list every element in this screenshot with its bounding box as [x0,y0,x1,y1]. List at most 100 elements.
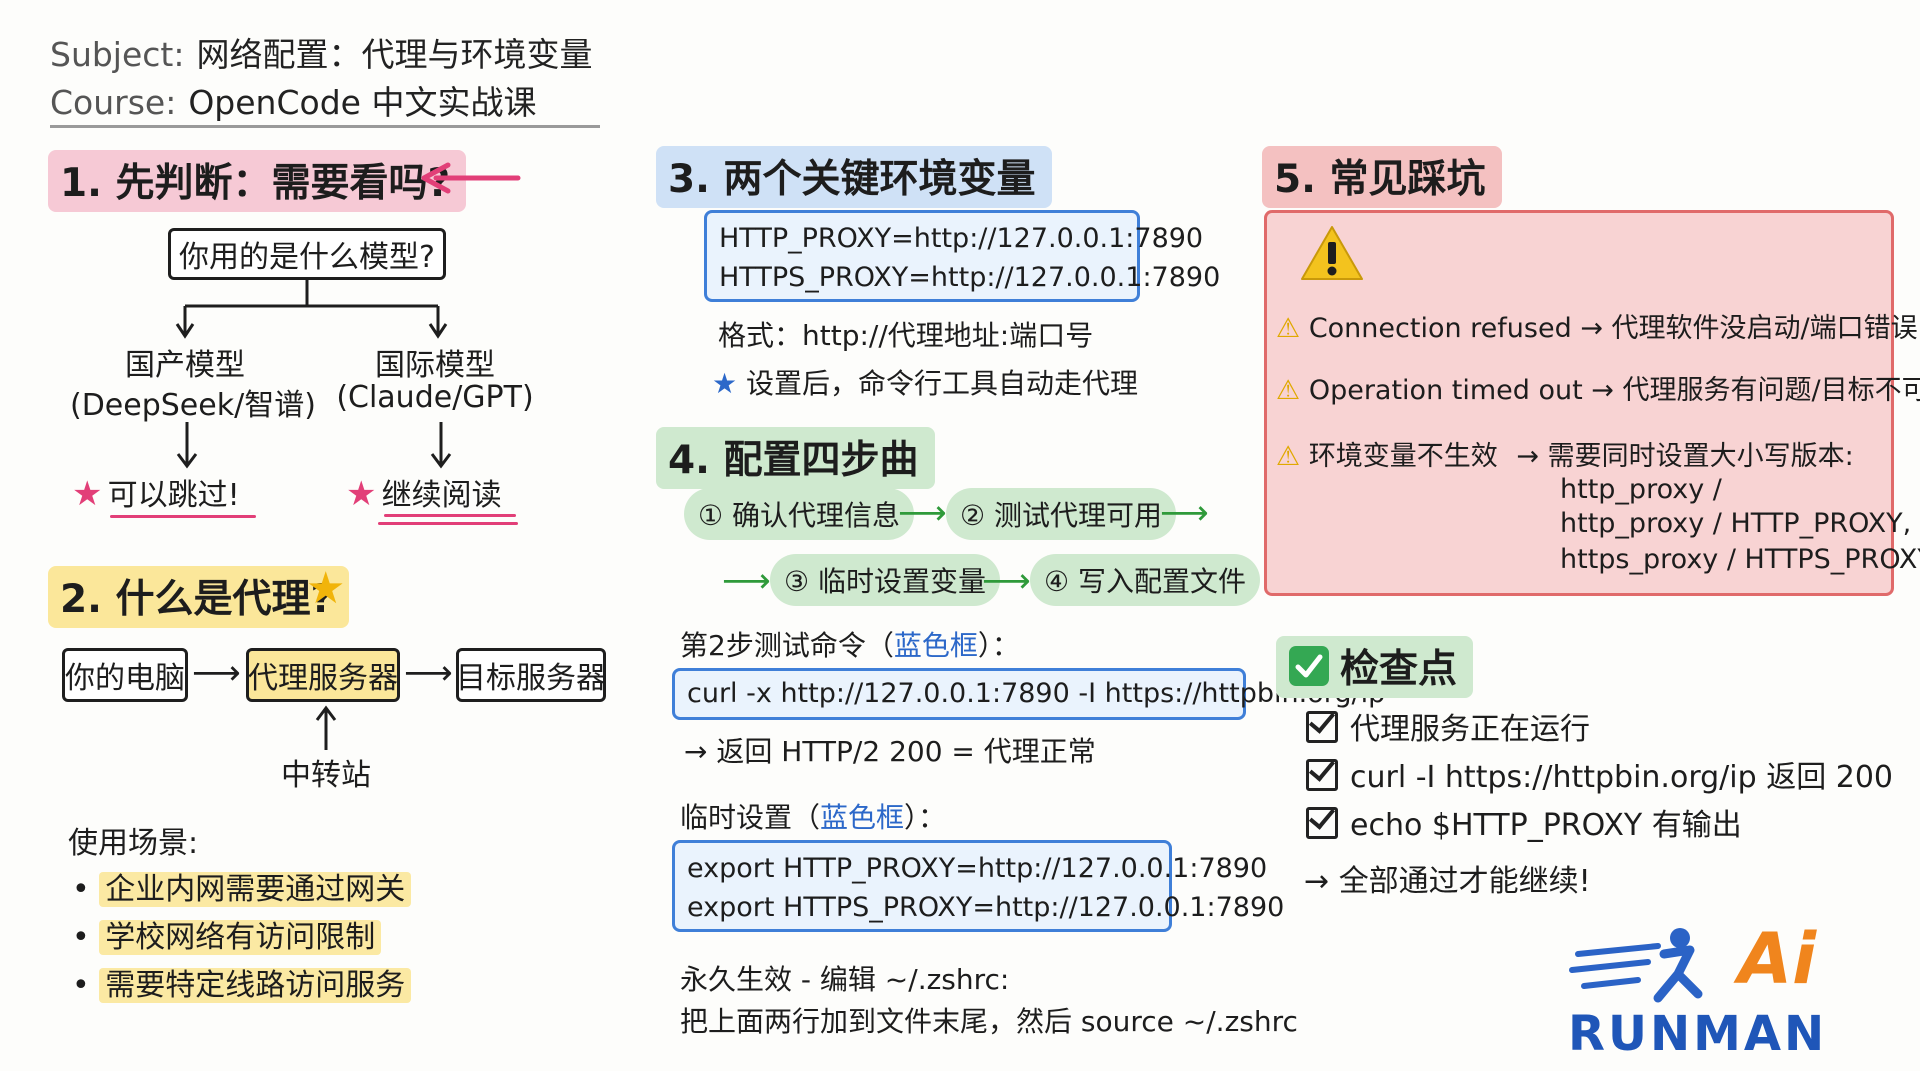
checkpoint-text: echo $HTTP_PROXY 有输出 [1350,808,1742,843]
label-text: 临时设置（ [680,801,821,834]
test-cmd-codebox: curl -x http://127.0.0.1:7890 -I https:/… [672,668,1385,720]
green-arrow-icon: ⟶ [1160,493,1209,533]
code-line: HTTP_PROXY=http://127.0.0.1:7890 [719,223,1204,254]
checkpoints-title: 检查点 [1276,636,1474,698]
case-variant-line: https_proxy / HTTPS_PROXY [1560,544,1920,575]
node-proxy-server: 代理服务器 [246,648,400,702]
pitfall-error: 环境变量不生效 [1308,441,1498,472]
checkpoints-title-text: 检查点 [1340,647,1458,692]
node-proxy-server-text: 代理服务器 [248,661,398,696]
green-check-icon [1289,646,1329,686]
test-cmd-label: 第2步测试命令（蓝色框）： [680,624,1020,664]
permanent-line-2: 把上面两行加到文件末尾，然后 source ~/.zshrc [680,1005,1298,1038]
subject-value: 网络配置：代理与环境变量 [196,35,593,74]
checkpoint-conclusion-text: 全部通过才能继续! [1338,864,1591,899]
domestic-model-label: 国产模型 [125,348,245,383]
pitfall-cause: 代理软件没启动/端口错误 [1611,313,1918,344]
model-question-text: 你用的是什么模型? [179,240,435,275]
checkbox-icon [1306,807,1338,839]
intl-model-label: 国际模型 [375,348,495,383]
checkbox-icon [1306,759,1338,791]
case-variant-line: http_proxy / [1560,474,1722,505]
pitfall-item: ⚠ Operation timed out → 代理服务有问题/目标不可达 [1276,368,1920,407]
label-text: ）： [904,801,947,834]
checkpoint-text: curl -I https://httpbin.org/ip 返回 200 [1350,760,1893,795]
step-4-pill: ④ 写入配置文件 [1030,554,1261,606]
checkpoint-item: echo $HTTP_PROXY 有输出 [1306,800,1742,844]
continue-result: ★ 继续阅读 [346,470,502,514]
pitfalls-panel [1264,210,1894,596]
continue-underline-2 [378,522,518,525]
pitfall-item: ⚠ 环境变量不生效 → 需要同时设置大小写版本: [1276,441,1854,472]
auto-proxy-note-text: 设置后，命令行工具自动走代理 [746,367,1139,400]
pitfall-cause: 需要同时设置大小写版本: [1547,441,1854,472]
branch-connector [175,280,448,339]
node-target-server: 目标服务器 [456,648,606,702]
warning-icon [1301,226,1363,280]
code-line: export HTTP_PROXY=http://127.0.0.1:7890 [687,853,1268,884]
green-arrow-icon: ⟶ [982,561,1031,601]
checkpoint-conclusion: → 全部通过才能继续! [1304,864,1591,899]
scenario-item: • 企业内网需要通过网关 [72,864,412,908]
label-text: 第2步测试命令（ [680,629,894,662]
down-arrow-right [430,422,452,469]
scenarios-title: 使用场景: [68,826,199,861]
course-line: Course:OpenCode 中文实战课 [50,76,536,124]
model-question-box: 你用的是什么模型? [168,228,446,280]
node-your-computer: 你的电脑 [62,648,188,702]
step-2-pill: ② 测试代理可用 [946,488,1177,540]
node-your-computer-text: 你的电脑 [65,661,185,696]
pitfall-error: Connection refused [1308,313,1572,344]
step-1-pill: ① 确认代理信息 [684,488,915,540]
section3-title: 3. 两个关键环境变量 [656,146,1052,208]
star-icon: ★ [346,474,377,514]
code-line: HTTPS_PROXY=http://127.0.0.1:7890 [719,262,1221,294]
scenario-text: 需要特定线路访问服务 [99,968,412,1003]
scenario-text: 学校网络有访问限制 [99,920,382,955]
intl-model-examples: (Claude/GPT) [336,380,534,415]
warning-small-icon: ⚠ [1276,313,1301,344]
skip-underline [110,515,256,518]
pitfall-item: ⚠ Connection refused → 代理软件没启动/端口错误 [1276,313,1918,344]
checkpoint-item: curl -I https://httpbin.org/ip 返回 200 [1306,752,1893,796]
logo-ai-text: Ai [1738,918,1817,1000]
warning-small-icon: ⚠ [1276,375,1301,406]
header-divider [50,125,600,128]
node-target-server-text: 目标服务器 [456,661,606,696]
checkbox-icon [1306,711,1338,743]
right-arrow-icon: ⟶ [404,653,453,693]
test-cmd-text: curl -x http://127.0.0.1:7890 -I https:/… [687,678,1386,710]
section2-title: 2. 什么是代理? [48,566,350,628]
scenario-item: • 需要特定线路访问服务 [72,960,412,1004]
step-3-pill: ③ 临时设置变量 [770,554,1001,606]
subject-label: Subject: [50,35,185,74]
right-arrow-icon: ⟶ [192,653,241,693]
pitfall-cause: 代理服务有问题/目标不可达 [1622,375,1920,406]
blue-box-word: 蓝色框 [893,629,978,662]
code-line: export HTTPS_PROXY=http://127.0.0.1:7890 [687,892,1285,924]
pitfall-error: Operation timed out [1308,375,1583,406]
skip-result: ★ 可以跳过! [72,470,240,514]
label-text: ）： [977,629,1020,662]
blue-star-icon: ★ [712,367,738,400]
section4-title: 4. 配置四步曲 [656,427,935,489]
auto-proxy-note: ★ 设置后，命令行工具自动走代理 [712,362,1138,402]
green-arrow-icon: ⟶ [898,493,947,533]
subject-line: Subject: 网络配置：代理与环境变量 [50,28,592,76]
down-arrow-left [176,422,198,469]
scenario-text: 企业内网需要通过网关 [99,872,412,907]
star-icon: ★ [72,474,103,514]
warning-small-icon: ⚠ [1276,441,1301,472]
env-vars-codebox: HTTP_PROXY=http://127.0.0.1:7890 HTTPS_P… [704,210,1221,302]
case-variant-line: http_proxy / HTTP_PROXY, [1560,508,1912,539]
relay-label: 中转站 [281,758,371,793]
checkpoint-item: 代理服务正在运行 [1306,704,1590,748]
runman-logo: Ai RUNMAN [1568,918,1894,1062]
temp-setting-codebox: export HTTP_PROXY=http://127.0.0.1:7890 … [672,840,1285,932]
blue-box-word: 蓝色框 [820,801,905,834]
temp-setting-label: 临时设置（蓝色框）： [680,796,946,836]
section1-title: 1. 先判断：需要看吗? [48,150,467,212]
skip-result-text: 可以跳过! [107,478,240,513]
scenario-item: • 学校网络有访问限制 [72,912,382,956]
section5-title: 5. 常见踩坑 [1262,146,1502,208]
